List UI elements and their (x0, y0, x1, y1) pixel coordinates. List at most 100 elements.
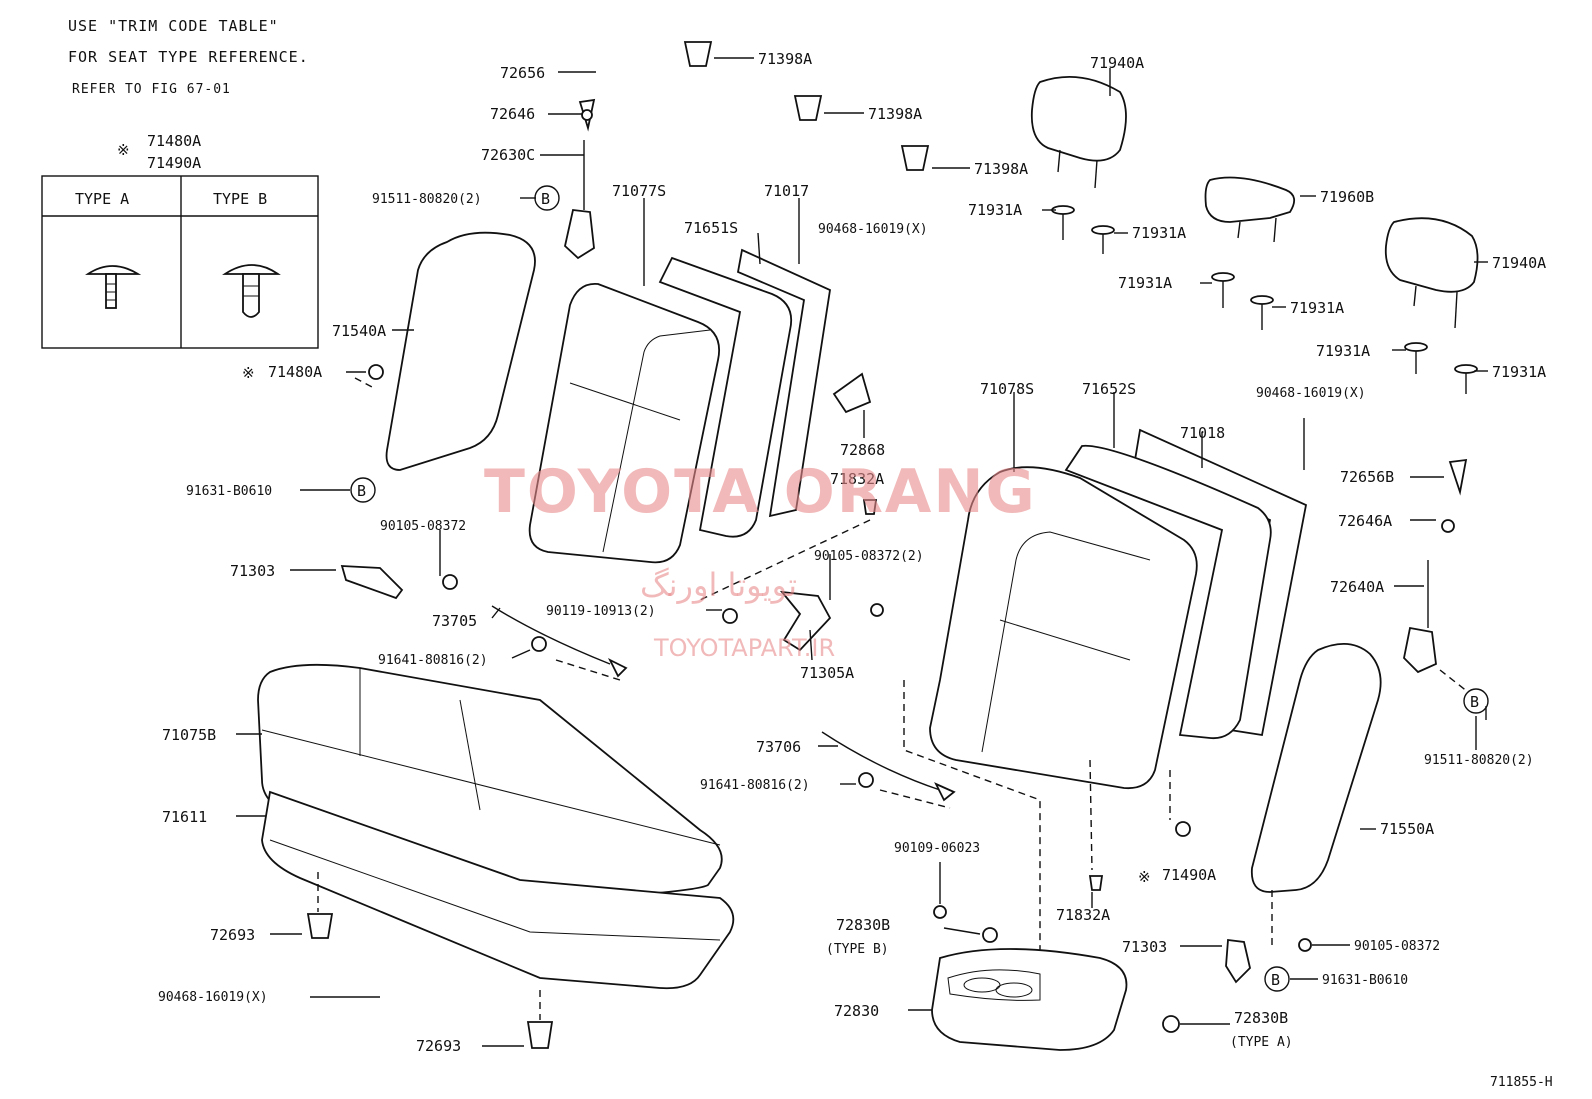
callout-b-4: B (1264, 966, 1290, 992)
label-71611: 71611 (162, 808, 207, 826)
label-71940a-1: 71940A (1090, 54, 1144, 72)
label-71940a-2: 71940A (1492, 254, 1546, 272)
leader-lines (236, 57, 1488, 1047)
watermark-site: TOYOTAPART.IR (653, 634, 835, 662)
label-71305a: 71305A (800, 664, 854, 682)
label-71398a-2: 71398A (868, 105, 922, 123)
label-71960b: 71960B (1320, 188, 1374, 206)
label-91641-1: 91641-80816(2) (378, 653, 488, 668)
clip-71398a-2-shape (793, 95, 823, 121)
label-91511-right: 91511-80820(2) (1424, 753, 1534, 768)
label-71078s: 71078S (980, 380, 1034, 398)
seatback-frame-left-shape (736, 248, 831, 518)
label-71832a-2: 71832A (1056, 906, 1110, 924)
seatback-pad-right-shape (1064, 444, 1272, 740)
note-line-3: REFER TO FIG 67-01 (72, 82, 231, 97)
label-71490a-mark: ※ (1138, 868, 1151, 886)
headrest-71940a-2-shape (1384, 217, 1479, 293)
callout-b-1: B (534, 185, 560, 211)
label-71018: 71018 (1180, 424, 1225, 442)
label-71303-right: 71303 (1122, 938, 1167, 956)
label-71303-left: 71303 (230, 562, 275, 580)
lock-72630c-shape (564, 209, 595, 260)
svg-text:B: B (357, 482, 366, 500)
label-71931a-4: 71931A (1290, 299, 1344, 317)
label-90468-3: 90468-16019(X) (158, 990, 268, 1005)
label-71931a-2: 71931A (1132, 224, 1186, 242)
clip-type-legend: ※ 71480A 71490A TYPE A TYPE B (41, 132, 319, 349)
hinge-71303-left-shape (340, 565, 404, 600)
label-71550a: 71550A (1380, 820, 1434, 838)
label-72693-2: 72693 (416, 1037, 461, 1055)
callout-b-2: B (350, 477, 376, 503)
label-71651s: 71651S (684, 219, 738, 237)
seatback-right-shape (929, 466, 1198, 790)
note-line-2: FOR SEAT TYPE REFERENCE. (68, 48, 309, 66)
label-72656b: 72656B (1340, 468, 1394, 486)
label-71931a-3: 71931A (1118, 274, 1172, 292)
label-71931a-5: 71931A (1316, 342, 1370, 360)
headrest-71940a-1-shape (1030, 75, 1127, 162)
label-71832a-1: 71832A (830, 470, 884, 488)
bracket-72868-shape (832, 372, 872, 414)
callout-b-3: B (1463, 688, 1489, 714)
svg-text:B: B (541, 190, 550, 208)
label-72630c: 72630C (481, 146, 535, 164)
watermark-persian: تویوتا اورنگ (640, 566, 797, 604)
label-71480a: 71480A (268, 363, 322, 381)
cable-73705-shape (491, 605, 611, 665)
seat-cushion-71611-shape (261, 790, 735, 990)
clip-type-b-icon (222, 264, 281, 318)
svg-text:B: B (1470, 693, 1479, 711)
label-72656: 72656 (500, 64, 545, 82)
label-72640a: 72640A (1330, 578, 1384, 596)
legend-type-a: TYPE A (75, 190, 129, 208)
clip-71398a-3-shape (900, 145, 930, 171)
drawing-id: 711855-H (1490, 1075, 1553, 1090)
hinge-71305a-shape (779, 590, 832, 652)
label-91511-left: 91511-80820(2) (372, 192, 482, 207)
label-72646a: 72646A (1338, 512, 1392, 530)
label-72830b-1: 72830B (836, 916, 890, 934)
label-71398a-3: 71398A (974, 160, 1028, 178)
label-90468-1: 90468-16019(X) (818, 222, 928, 237)
label-90105-3: 90105-08372 (1354, 939, 1440, 954)
legend-type-b: TYPE B (213, 190, 267, 208)
label-72830b-2: 72830B (1234, 1009, 1288, 1027)
side-cover-left-shape (385, 231, 536, 471)
label-71931a-6: 71931A (1492, 363, 1546, 381)
label-90468-2: 90468-16019(X) (1256, 386, 1366, 401)
support-71931a-group (1051, 205, 1478, 394)
watermark-main: TOYOTA ORANG (484, 457, 1037, 527)
label-71077s: 71077S (612, 182, 666, 200)
side-cover-right-shape (1250, 643, 1382, 893)
clip-71398a-1-shape (683, 41, 713, 67)
armrest-72830-shape (931, 948, 1128, 1051)
seatback-left-shape (528, 282, 720, 564)
clip-type-a-icon (85, 265, 142, 309)
legend-code-2: 71490A (147, 154, 201, 172)
cable-73706-shape (821, 731, 941, 791)
headrest-71960b-shape (1204, 176, 1296, 223)
label-71075b: 71075B (162, 726, 216, 744)
label-71398a-1: 71398A (758, 50, 812, 68)
hinge-71303-right-shape (1225, 938, 1251, 984)
label-90119: 90119-10913(2) (546, 604, 656, 619)
lock-72640a-shape (1403, 626, 1437, 674)
label-91641-2: 91641-80816(2) (700, 778, 810, 793)
fasteners-group (306, 364, 1312, 1049)
label-71490a: 71490A (1162, 866, 1216, 884)
label-71017: 71017 (764, 182, 809, 200)
label-72646: 72646 (490, 105, 535, 123)
note-line-1: USE "TRIM CODE TABLE" (68, 17, 279, 35)
label-72830b-1-type: (TYPE B) (826, 942, 889, 957)
label-91631-right: 91631-B0610 (1322, 973, 1408, 988)
svg-text:B: B (1271, 971, 1280, 989)
legend-mark: ※ (117, 141, 130, 159)
label-72830: 72830 (834, 1002, 879, 1020)
label-91631-left: 91631-B0610 (186, 484, 272, 499)
label-72830b-2-type: (TYPE A) (1230, 1035, 1293, 1050)
label-90109: 90109-06023 (894, 841, 980, 856)
